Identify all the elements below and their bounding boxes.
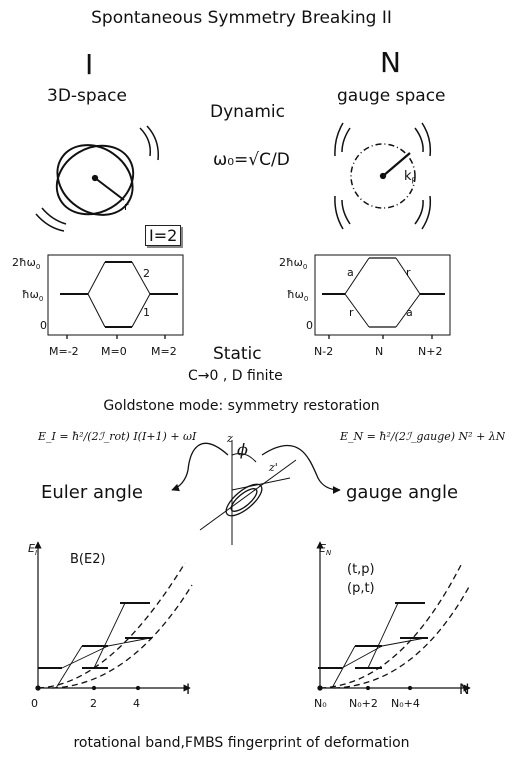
gauge-space-circle xyxy=(350,143,416,209)
phi-label: ϕ xyxy=(237,440,248,459)
right-plot-y-label: EN xyxy=(319,542,332,558)
right-plot-xtick-n0p4: N₀+4 xyxy=(391,697,420,710)
z-axis-label: z xyxy=(227,432,233,445)
radius-label: r xyxy=(124,200,129,213)
left-xtick-m-2: M=-2 xyxy=(49,345,79,358)
left-plot-xtick-4: 4 xyxy=(133,697,140,710)
omega-formula: ω₀=√C/D xyxy=(213,150,290,170)
right-level-scheme xyxy=(314,254,451,339)
diagram-graphics xyxy=(34,122,471,692)
right-ytick-hw: ħω0 xyxy=(287,288,309,304)
gauge-angle-label: gauge angle xyxy=(346,482,459,503)
right-plot-label-pt: (p,t) xyxy=(347,581,375,596)
right-line-label-a2: a xyxy=(406,306,413,319)
left-plot-y-label: EI xyxy=(28,542,38,558)
right-ytick-2hw: 2ħω0 xyxy=(279,256,308,272)
l-equals-2-box: I=2 xyxy=(145,225,182,246)
right-gauge-band-plot xyxy=(316,541,471,692)
right-xtick-n: N xyxy=(375,345,384,358)
left-plot-xtick-2: 2 xyxy=(90,697,97,710)
z-prime-label: z' xyxy=(269,461,278,474)
left-level-scheme xyxy=(47,254,184,339)
left-xtick-m2: M=2 xyxy=(151,345,177,358)
right-line-label-r1: r xyxy=(406,266,411,279)
right-plot-label-tp: (t,p) xyxy=(347,562,375,577)
right-energy-formula: E_N = ħ²/(2ℐ_gauge) N² + λN xyxy=(340,430,505,443)
footer-caption: rotational band,FMBS fingerprint of defo… xyxy=(73,735,410,751)
left-ytick-2hw: 2ħω0 xyxy=(12,256,41,272)
static-label: Static xyxy=(213,344,262,364)
dynamic-label: Dynamic xyxy=(210,102,285,122)
right-roman-label: N xyxy=(380,46,401,79)
euler-angle-label: Euler angle xyxy=(41,482,143,503)
left-plot-xtick-0: 0 xyxy=(31,697,38,710)
left-ytick-0: 0 xyxy=(40,319,47,332)
left-roman-label: I xyxy=(85,48,94,81)
right-plot-xtick-n0: N₀ xyxy=(314,697,327,710)
left-line-label-2: 2 xyxy=(143,267,150,280)
right-xtick-n-2: N-2 xyxy=(314,345,334,358)
goldstone-label: Goldstone mode: symmetry restoration xyxy=(103,398,380,414)
rotation-angle-diagram xyxy=(171,440,341,545)
left-space-label: 3D-space xyxy=(47,86,127,106)
right-line-label-a1: a xyxy=(347,266,354,279)
right-xtick-n2: N+2 xyxy=(418,345,443,358)
right-space-label: gauge space xyxy=(337,86,446,106)
left-rotational-band-plot xyxy=(34,541,193,692)
right-line-label-r2: r xyxy=(349,306,354,319)
left-line-label-1: 1 xyxy=(143,306,150,319)
static-condition: C→0 , D finite xyxy=(188,368,283,384)
left-energy-formula: E_I = ħ²/(2ℐ_rot) I(I+1) + ωI xyxy=(38,430,197,443)
left-plot-label-be2: B(E2) xyxy=(70,552,106,567)
deformed-nucleus-ellipses xyxy=(55,144,135,216)
left-xtick-m0: M=0 xyxy=(101,345,127,358)
left-ytick-hw: ħω0 xyxy=(22,288,44,304)
right-ytick-0: 0 xyxy=(306,319,313,332)
right-plot-xtick-n0p2: N₀+2 xyxy=(349,697,378,710)
page-title: Spontaneous Symmetry Breaking II xyxy=(91,8,392,28)
